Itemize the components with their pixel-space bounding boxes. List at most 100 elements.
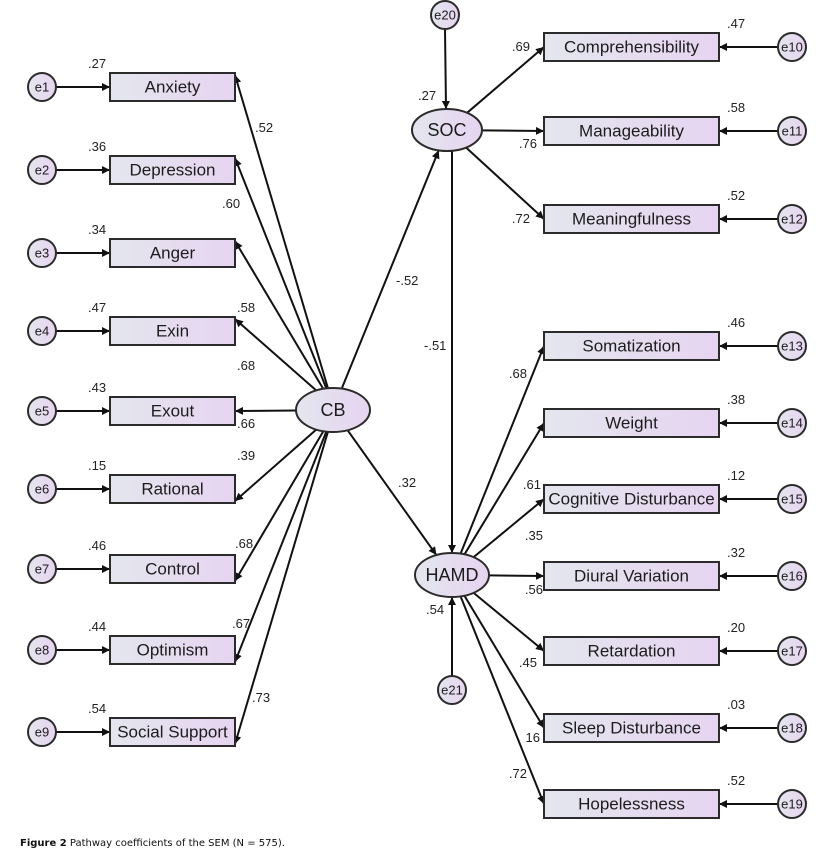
loading-value: .39 xyxy=(237,448,255,463)
error-term-e16 xyxy=(777,561,807,591)
r-squared-value: .27 xyxy=(418,88,436,103)
r-squared-value: .38 xyxy=(727,392,745,407)
error-term-label: e5 xyxy=(35,404,49,419)
error-term-e1 xyxy=(27,72,57,102)
indicator-box-cognitive-disturbance xyxy=(543,484,720,514)
r-squared-value: .54 xyxy=(426,602,444,617)
loading-path xyxy=(233,431,329,745)
error-term-label: e8 xyxy=(35,643,49,658)
loading-path xyxy=(234,428,317,502)
loading-path xyxy=(234,318,317,392)
indicator-label: Manageability xyxy=(579,122,684,141)
indicator-box-social-support xyxy=(109,717,236,747)
error-term-label: e9 xyxy=(35,725,49,740)
r-squared-value: .54 xyxy=(88,701,106,716)
error-term-e7 xyxy=(27,554,57,584)
error-term-e19 xyxy=(777,789,807,819)
indicator-label: Cognitive Disturbance xyxy=(548,490,714,509)
r-squared-value: .32 xyxy=(727,545,745,560)
loading-path xyxy=(481,126,545,135)
r-squared-value: .52 xyxy=(727,188,745,203)
r-squared-value: .12 xyxy=(727,468,745,483)
structural-coefficient: -.51 xyxy=(424,338,446,353)
indicator-box-weight xyxy=(543,408,720,438)
indicator-box-meaningfulness xyxy=(543,204,720,234)
loading-path xyxy=(234,406,297,415)
error-term-e3 xyxy=(27,238,57,268)
error-term-label: e4 xyxy=(35,324,49,339)
r-squared-value: .47 xyxy=(727,16,745,31)
indicator-label: Exin xyxy=(156,322,189,341)
indicator-box-diural-variation xyxy=(543,561,720,591)
indicator-label: Exout xyxy=(151,402,195,421)
error-term-label: e7 xyxy=(35,562,49,577)
error-term-label: e18 xyxy=(781,721,803,736)
structural-coefficient: -.52 xyxy=(396,273,418,288)
indicator-label: Rational xyxy=(141,480,203,499)
r-squared-value: .15 xyxy=(88,458,106,473)
indicator-box-optimism xyxy=(109,635,236,665)
loading-path xyxy=(234,240,325,390)
indicator-box-comprehensibility xyxy=(543,32,720,62)
error-term-e10 xyxy=(777,32,807,62)
loading-path xyxy=(234,157,328,389)
latent-label: SOC xyxy=(427,120,466,140)
error-term-label: e13 xyxy=(781,339,803,354)
indicator-box-sleep-disturbance xyxy=(543,713,720,743)
loading-value: .72 xyxy=(509,766,527,781)
error-term-e13 xyxy=(777,331,807,361)
disturbance-arrow xyxy=(441,28,450,110)
r-squared-value: .46 xyxy=(727,315,745,330)
loading-path xyxy=(472,592,545,652)
indicator-label: Meaningfulness xyxy=(572,210,691,229)
indicator-box-exout xyxy=(109,396,236,426)
loading-value: .66 xyxy=(237,416,255,431)
indicator-label: Retardation xyxy=(588,642,676,661)
r-squared-value: .52 xyxy=(727,773,745,788)
indicator-box-anger xyxy=(109,238,236,268)
error-term-e11 xyxy=(777,116,807,146)
error-term-e15 xyxy=(777,484,807,514)
latent-hamd xyxy=(414,552,490,598)
error-term-label: e10 xyxy=(781,40,803,55)
error-term-label: e15 xyxy=(781,492,803,507)
r-squared-value: .34 xyxy=(88,222,106,237)
caption-label: Figure 2 xyxy=(20,838,67,849)
loading-value: .68 xyxy=(509,366,527,381)
r-squared-value: .27 xyxy=(88,56,106,71)
indicator-label: Control xyxy=(145,560,200,579)
figure-caption: Figure 2 Pathway coefficients of the SEM… xyxy=(20,838,285,849)
r-squared-value: .36 xyxy=(88,139,106,154)
error-term-e6 xyxy=(27,474,57,504)
loading-value: .58 xyxy=(237,300,255,315)
error-term-label: e16 xyxy=(781,569,803,584)
loading-value: .68 xyxy=(237,358,255,373)
error-term-e9 xyxy=(27,717,57,747)
error-term-label: e1 xyxy=(35,80,49,95)
loading-value: .76 xyxy=(519,136,537,151)
indicator-box-manageability xyxy=(543,116,720,146)
latent-soc xyxy=(411,108,483,152)
structural-path xyxy=(346,429,438,556)
loading-value: .60 xyxy=(222,196,240,211)
error-term-label: e19 xyxy=(781,797,803,812)
loading-path xyxy=(488,571,545,580)
r-squared-value: .43 xyxy=(88,380,106,395)
r-squared-value: .46 xyxy=(88,538,106,553)
loading-value: .56 xyxy=(525,582,543,597)
error-term-e14 xyxy=(777,408,807,438)
error-term-label: e21 xyxy=(441,683,463,698)
loading-value: .68 xyxy=(235,536,253,551)
error-term-label: e14 xyxy=(781,416,803,431)
loading-path xyxy=(459,596,545,805)
loading-value: .35 xyxy=(525,528,543,543)
structural-path xyxy=(340,150,440,389)
indicator-box-rational xyxy=(109,474,236,504)
error-term-label: e6 xyxy=(35,482,49,497)
error-term-label: e17 xyxy=(781,644,803,659)
error-term-label: e3 xyxy=(35,246,49,261)
error-term-label: e11 xyxy=(782,124,803,139)
loading-path xyxy=(466,46,545,114)
error-term-e21 xyxy=(437,675,467,705)
indicator-label: Hopelessness xyxy=(578,795,685,814)
